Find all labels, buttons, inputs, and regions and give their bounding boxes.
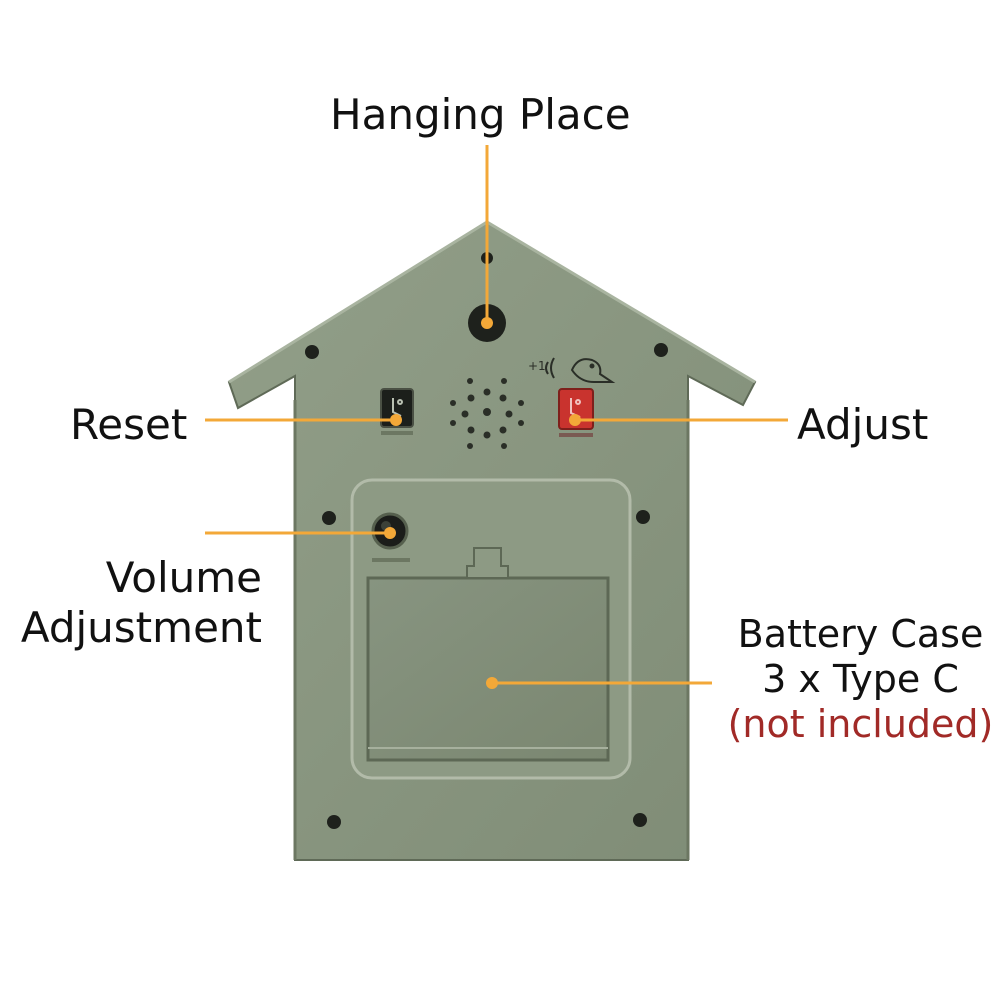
plus-one-mark: +1: [528, 359, 546, 373]
volume-label-line2: Adjustment: [20, 602, 262, 652]
volume-label-line1: Volume: [105, 553, 262, 602]
battery-case-label: Battery Case 3 x Type C (not included): [718, 612, 1001, 746]
reset-label: Reset: [70, 400, 188, 449]
battery-cover[interactable]: [366, 576, 610, 762]
callout-dots: [384, 317, 581, 689]
battery-label-line1: Battery Case: [737, 612, 984, 656]
callout-lines: [205, 145, 788, 685]
volume-adjustment-label: Volume Adjustment: [21, 553, 262, 652]
reset-button-caption: [381, 431, 413, 435]
speaker-grille: [450, 378, 524, 449]
screw-holes: [305, 343, 668, 829]
reset-button[interactable]: [380, 388, 414, 428]
bird-icon: [545, 357, 616, 383]
adjust-label: Adjust: [797, 400, 929, 449]
battery-label-line2: 3 x Type C: [762, 656, 959, 701]
volume-knob-caption: [372, 558, 410, 562]
adjust-button-caption: [559, 433, 593, 437]
battery-note: (not included): [727, 701, 994, 746]
hanging-place-label: Hanging Place: [330, 90, 631, 139]
battery-cover-latch[interactable]: [466, 547, 509, 579]
